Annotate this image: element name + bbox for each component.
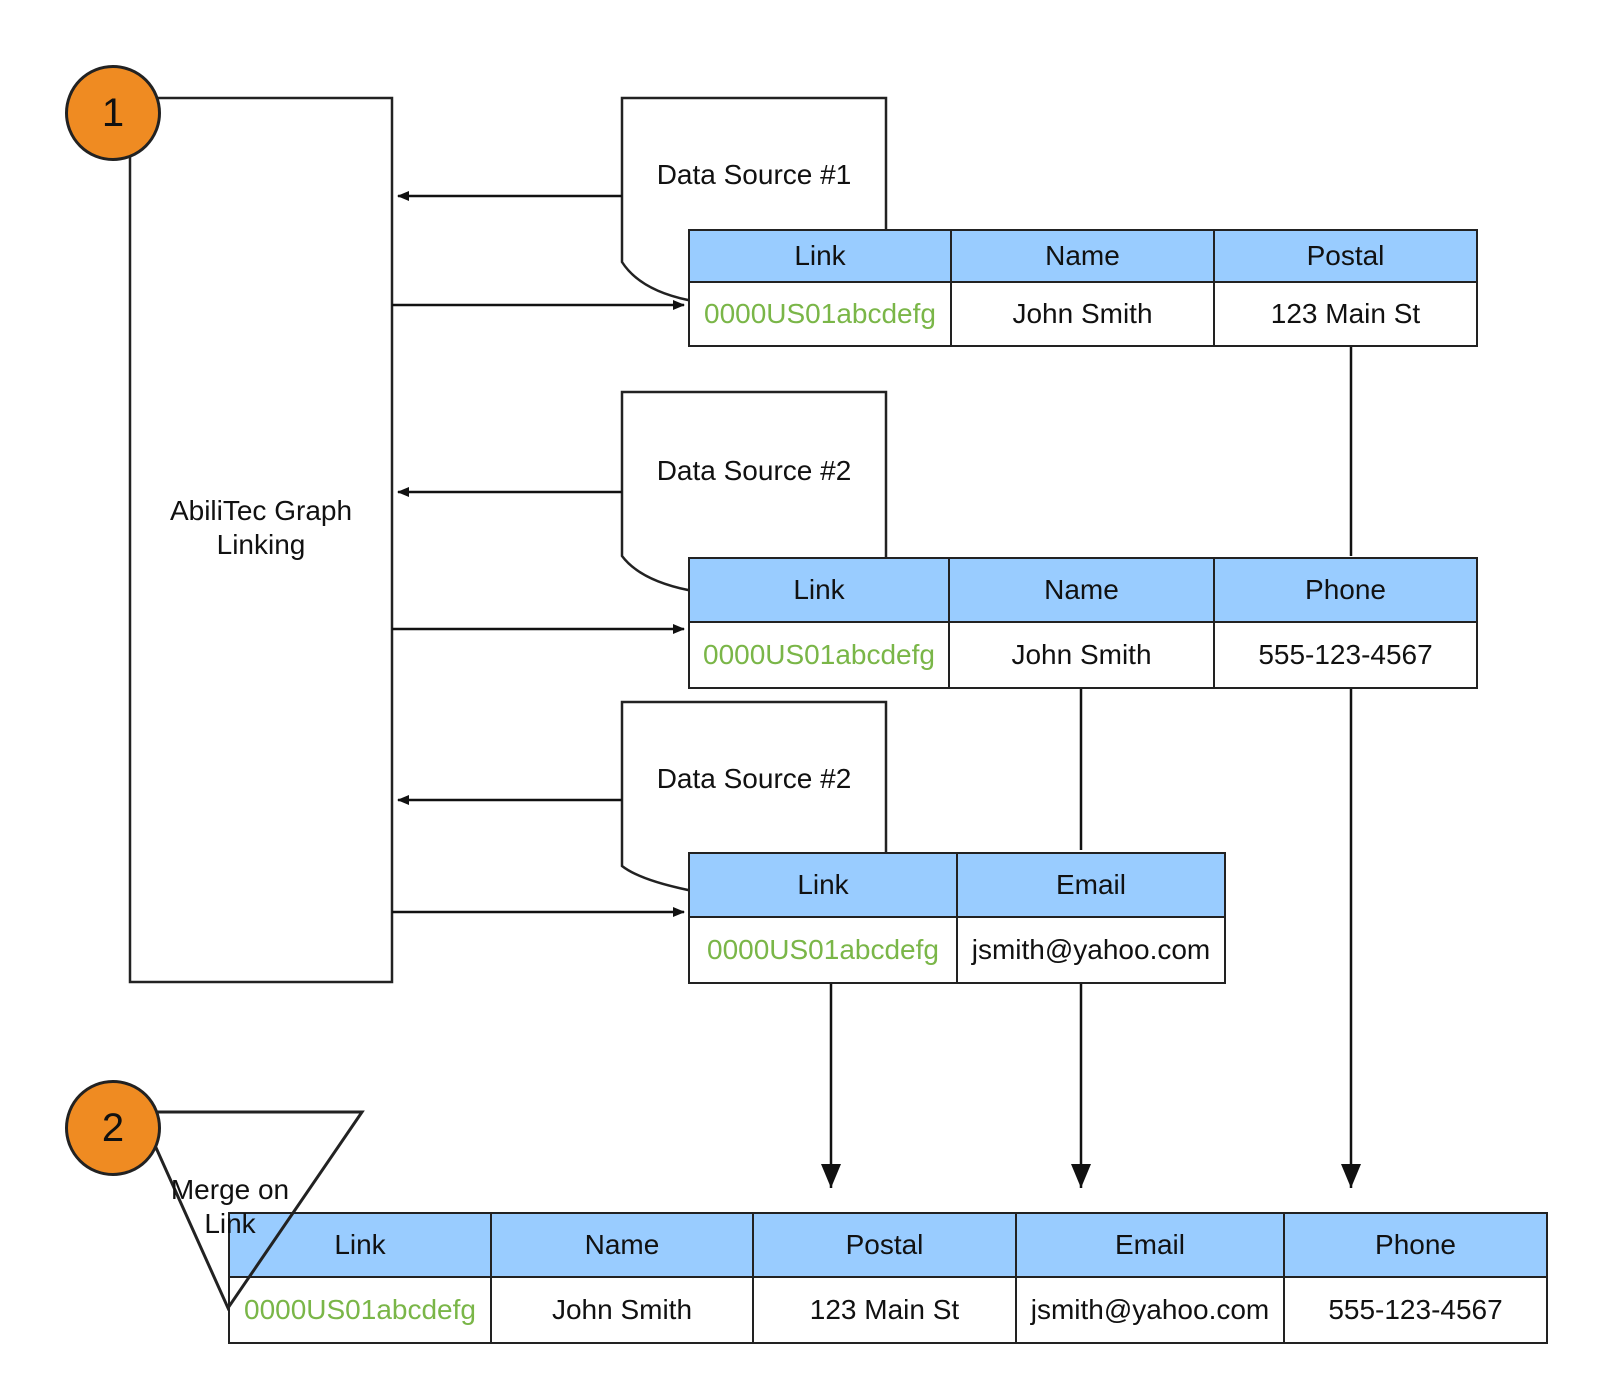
merged-header-name: Name [490,1212,754,1278]
merged-cell-link: 0000US01abcdefg [228,1276,492,1344]
table2-cell-name: John Smith [948,621,1215,689]
abilitec-graph-box [128,96,394,984]
table1-cell-link: 0000US01abcdefg [688,281,952,347]
table1-header-name: Name [950,229,1215,283]
table2-header-phone: Phone [1213,557,1478,623]
table3-cell-link: 0000US01abcdefg [688,916,958,984]
table3-header-link: Link [688,852,958,918]
merged-cell-email: jsmith@yahoo.com [1015,1276,1285,1344]
merged-table: Link Name Postal Email Phone 0000US01abc… [228,1212,1548,1344]
merged-cell-postal: 123 Main St [752,1276,1017,1344]
table2-header-name: Name [948,557,1215,623]
merged-header-postal: Postal [752,1212,1017,1278]
data-source-3-table: Link Email 0000US01abcdefg jsmith@yahoo.… [688,852,1226,984]
merge-on-link-label: Merge on Link [170,1174,290,1239]
step-2-badge: 2 [65,1080,161,1176]
table1-header-link: Link [688,229,952,283]
table1-cell-name: John Smith [950,281,1215,347]
step-1-badge: 1 [65,65,161,161]
table1-cell-postal: 123 Main St [1213,281,1478,347]
merged-header-email: Email [1015,1212,1285,1278]
table3-header-email: Email [956,852,1226,918]
table2-cell-phone: 555-123-4567 [1213,621,1478,689]
data-source-1-table: Link Name Postal 0000US01abcdefg John Sm… [688,229,1478,347]
merged-cell-phone: 555-123-4567 [1283,1276,1548,1344]
data-source-2-label: Data Source #2 [656,455,852,486]
data-source-3-label: Data Source #2 [656,763,852,794]
table2-cell-link: 0000US01abcdefg [688,621,950,689]
table2-header-link: Link [688,557,950,623]
table3-cell-email: jsmith@yahoo.com [956,916,1226,984]
data-source-1-label: Data Source #1 [656,159,852,190]
abilitec-graph-label: AbiliTec Graph Linking [169,495,353,560]
table1-header-postal: Postal [1213,229,1478,283]
data-source-2-table: Link Name Phone 0000US01abcdefg John Smi… [688,557,1478,689]
merged-cell-name: John Smith [490,1276,754,1344]
merged-header-phone: Phone [1283,1212,1548,1278]
